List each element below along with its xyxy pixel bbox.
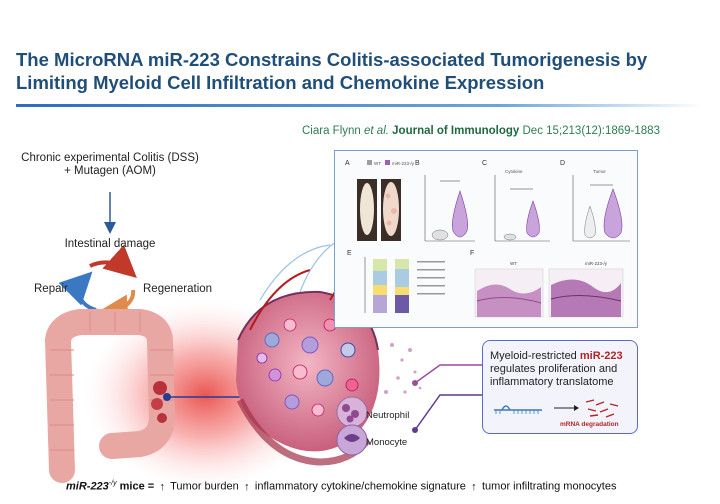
citation: Ciara Flynn et al. Journal of Immunology… (302, 125, 660, 137)
citation-authors: Ciara Flynn (302, 125, 361, 137)
legend-swatch-ko (385, 160, 390, 165)
cycle-label-damage: Intestinal damage (64, 238, 156, 250)
callout-gene: miR-223 (579, 350, 623, 362)
citation-journal: Journal of Immunology (392, 125, 520, 137)
summary-gene: miR-223 (66, 480, 109, 493)
legend-swatch-wt (367, 160, 372, 165)
summary-gene-sup: -/y (108, 480, 117, 487)
legend-label-ko: miR-223-/y (392, 161, 415, 166)
mrna-degradation-label: mRNA degradation (560, 421, 619, 428)
stacked-bar-e (364, 257, 445, 313)
neutrophil-label: Neutrophil (366, 410, 410, 421)
mrna-degradation-icon (494, 399, 619, 418)
callout-text: Myeloid-restricted miR-223 regulates pro… (490, 350, 630, 389)
panel-f-label-ko: miR-223-/y (585, 261, 608, 266)
panel-label-c: C (482, 160, 487, 167)
zoom-point (163, 393, 171, 401)
up-arrow-icon: ↑ (159, 480, 166, 493)
title-divider (16, 104, 704, 107)
cycle-label-repair: Repair (34, 283, 68, 295)
particles (384, 343, 422, 394)
up-arrow-icon: ↑ (471, 480, 477, 493)
summary-item-1: Tumor burden (170, 480, 239, 493)
panel-label-a: A (345, 160, 350, 167)
violin-plot-b (424, 175, 475, 242)
model-line-2: + Mutagen (AOM) (64, 165, 156, 177)
connector-dot (412, 427, 418, 433)
violin-plot-d: Tumor (572, 169, 630, 242)
summary-item-3: tumor infiltrating monocytes (481, 480, 617, 493)
summary-mice: mice = (116, 480, 158, 493)
cycle-arrow-repair (58, 271, 97, 312)
page-title: The MicroRNA miR-223 Constrains Colitis-… (16, 49, 648, 93)
panel-label-e: E (347, 250, 352, 257)
results-thumbnails: A B C D E F WT miR-223-/y Cytokine (345, 160, 630, 318)
callout-text-post: regulates proliferation and inflammatory… (490, 363, 618, 388)
cycle-label-regeneration: Regeneration (143, 283, 213, 295)
colon-icon (45, 309, 175, 483)
monocyte-label: Monocyte (366, 437, 408, 448)
legend-label-wt: WT (374, 161, 381, 166)
monocyte-icon (336, 424, 368, 456)
panel-d-title: Tumor (593, 169, 606, 174)
panel-f-label-wt: WT (510, 261, 517, 266)
mechanism-callout (482, 340, 638, 434)
summary-line: miR-223-/y mice = ↑ Tumor burden ↑ infla… (66, 477, 706, 494)
tumor-spot (157, 413, 167, 423)
cycle-arrow-regeneration (96, 289, 136, 327)
panel-label-f: F (470, 250, 474, 257)
neutrophil-icon (336, 396, 368, 428)
up-arrow-icon: ↑ (244, 480, 250, 493)
citation-etal: et al. (364, 125, 389, 137)
panel-c-title: Cytokine (505, 169, 523, 174)
callout-connector-bottom (414, 394, 482, 431)
results-figure-panel: A B C D E F WT miR-223-/y Cytokine (334, 150, 638, 328)
model-line-1: Chronic experimental Colitis (DSS) (21, 152, 199, 164)
callout-text-pre: Myeloid-restricted (490, 350, 580, 362)
histology-f: WT miR-223-/y (474, 261, 624, 318)
cycle-arrow-damage (89, 244, 137, 279)
tumor-spot (151, 398, 163, 410)
callout-connector-top (414, 364, 482, 384)
panel-label-b: B (415, 160, 420, 167)
tumor-spot (153, 381, 167, 395)
citation-date: Dec 15;213(12):1869-1883 (522, 125, 660, 137)
violin-plot-c: Cytokine (494, 169, 550, 242)
summary-item-2: inflammatory cytokine/chemokine signatur… (254, 480, 466, 493)
connector-dot (412, 380, 418, 386)
panel-label-d: D (560, 160, 565, 167)
